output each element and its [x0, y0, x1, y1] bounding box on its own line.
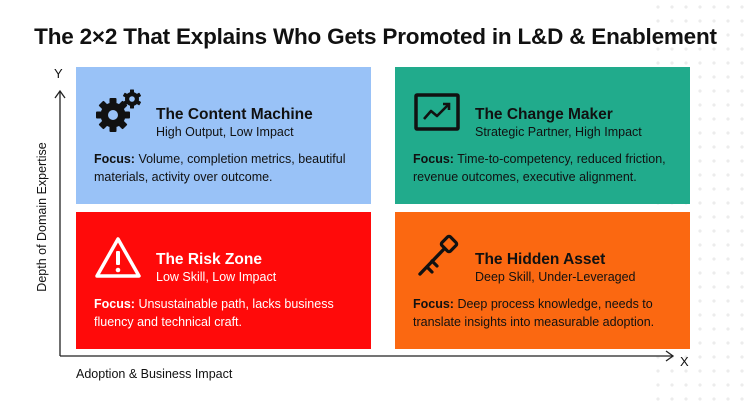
page-title: The 2×2 That Explains Who Gets Promoted …	[34, 24, 717, 49]
quadrant-subtitle: Low Skill, Low Impact	[156, 270, 277, 284]
quadrant-focus: Focus: Unsustainable path, lacks busines…	[94, 295, 359, 331]
quadrant-title: The Change Maker	[475, 106, 613, 123]
quadrant-subtitle: Deep Skill, Under-Leveraged	[475, 270, 636, 284]
quadrant-risk-zone: The Risk Zone Low Skill, Low Impact Focu…	[76, 212, 371, 349]
trend-chart-icon	[414, 93, 460, 131]
x-axis-arrowhead	[665, 350, 675, 362]
quadrant-focus: Focus: Deep process knowledge, needs to …	[413, 295, 678, 331]
quadrant-content-machine: The Content Machine High Output, Low Imp…	[76, 67, 371, 204]
focus-text: Volume, completion metrics, beautiful ma…	[94, 152, 346, 184]
quadrant-title: The Content Machine	[156, 106, 313, 123]
focus-label: Focus:	[413, 152, 454, 166]
focus-text: Deep process knowledge, needs to transla…	[413, 297, 655, 329]
y-axis-title: Depth of Domain Expertise	[35, 142, 49, 292]
focus-label: Focus:	[94, 297, 135, 311]
quadrant-title: The Hidden Asset	[475, 251, 606, 268]
quadrant-focus: Focus: Volume, completion metrics, beaut…	[94, 150, 359, 186]
focus-label: Focus:	[413, 297, 454, 311]
quadrant-subtitle: Strategic Partner, High Impact	[475, 125, 642, 139]
quadrant-hidden-asset: The Hidden Asset Deep Skill, Under-Lever…	[395, 212, 690, 349]
y-axis-letter: Y	[54, 66, 63, 81]
quadrant-title: The Risk Zone	[156, 251, 262, 268]
quadrant-focus: Focus: Time-to-competency, reduced frict…	[413, 150, 678, 186]
quadrant-subtitle: High Output, Low Impact	[156, 125, 294, 139]
quadrant-change-maker: The Change Maker Strategic Partner, High…	[395, 67, 690, 204]
x-axis-title: Adoption & Business Impact	[76, 367, 233, 381]
gears-icon	[96, 89, 142, 132]
warning-icon	[95, 237, 141, 278]
focus-text: Unsustainable path, lacks business fluen…	[94, 297, 334, 329]
x-axis-letter: X	[680, 354, 689, 369]
key-icon	[418, 234, 459, 276]
focus-text: Time-to-competency, reduced friction, re…	[413, 152, 666, 184]
focus-label: Focus:	[94, 152, 135, 166]
y-axis-arrowhead	[54, 89, 66, 99]
